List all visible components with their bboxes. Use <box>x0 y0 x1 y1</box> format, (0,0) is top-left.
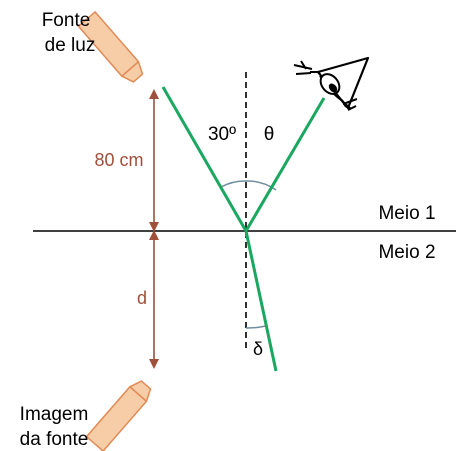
distance-bottom-label: d <box>137 288 147 308</box>
refracted-ray <box>244 230 278 372</box>
image-label-line1: Imagem <box>20 404 89 425</box>
eye-icon <box>293 56 370 111</box>
source-label-line1: Fonte <box>42 10 91 31</box>
incidence-angle-arc <box>220 180 247 188</box>
source-label-line2: de luz <box>45 35 96 56</box>
lamp-image-icon <box>85 380 152 451</box>
reflected-ray <box>244 97 326 232</box>
incidence-angle-label: 30º <box>208 124 236 145</box>
medium-2-label: Meio 2 <box>378 242 435 263</box>
distance-top-label: 80 cm <box>94 150 143 170</box>
image-label-line2: da fonte <box>20 429 89 450</box>
reflection-angle-label: θ <box>264 124 275 145</box>
lamp-icon <box>77 10 144 83</box>
refraction-angle-arc <box>245 325 267 329</box>
reflection-angle-arc <box>245 180 277 191</box>
medium-1-label: Meio 1 <box>378 203 435 224</box>
refraction-angle-label: δ <box>253 339 263 359</box>
incident-ray <box>161 86 248 232</box>
